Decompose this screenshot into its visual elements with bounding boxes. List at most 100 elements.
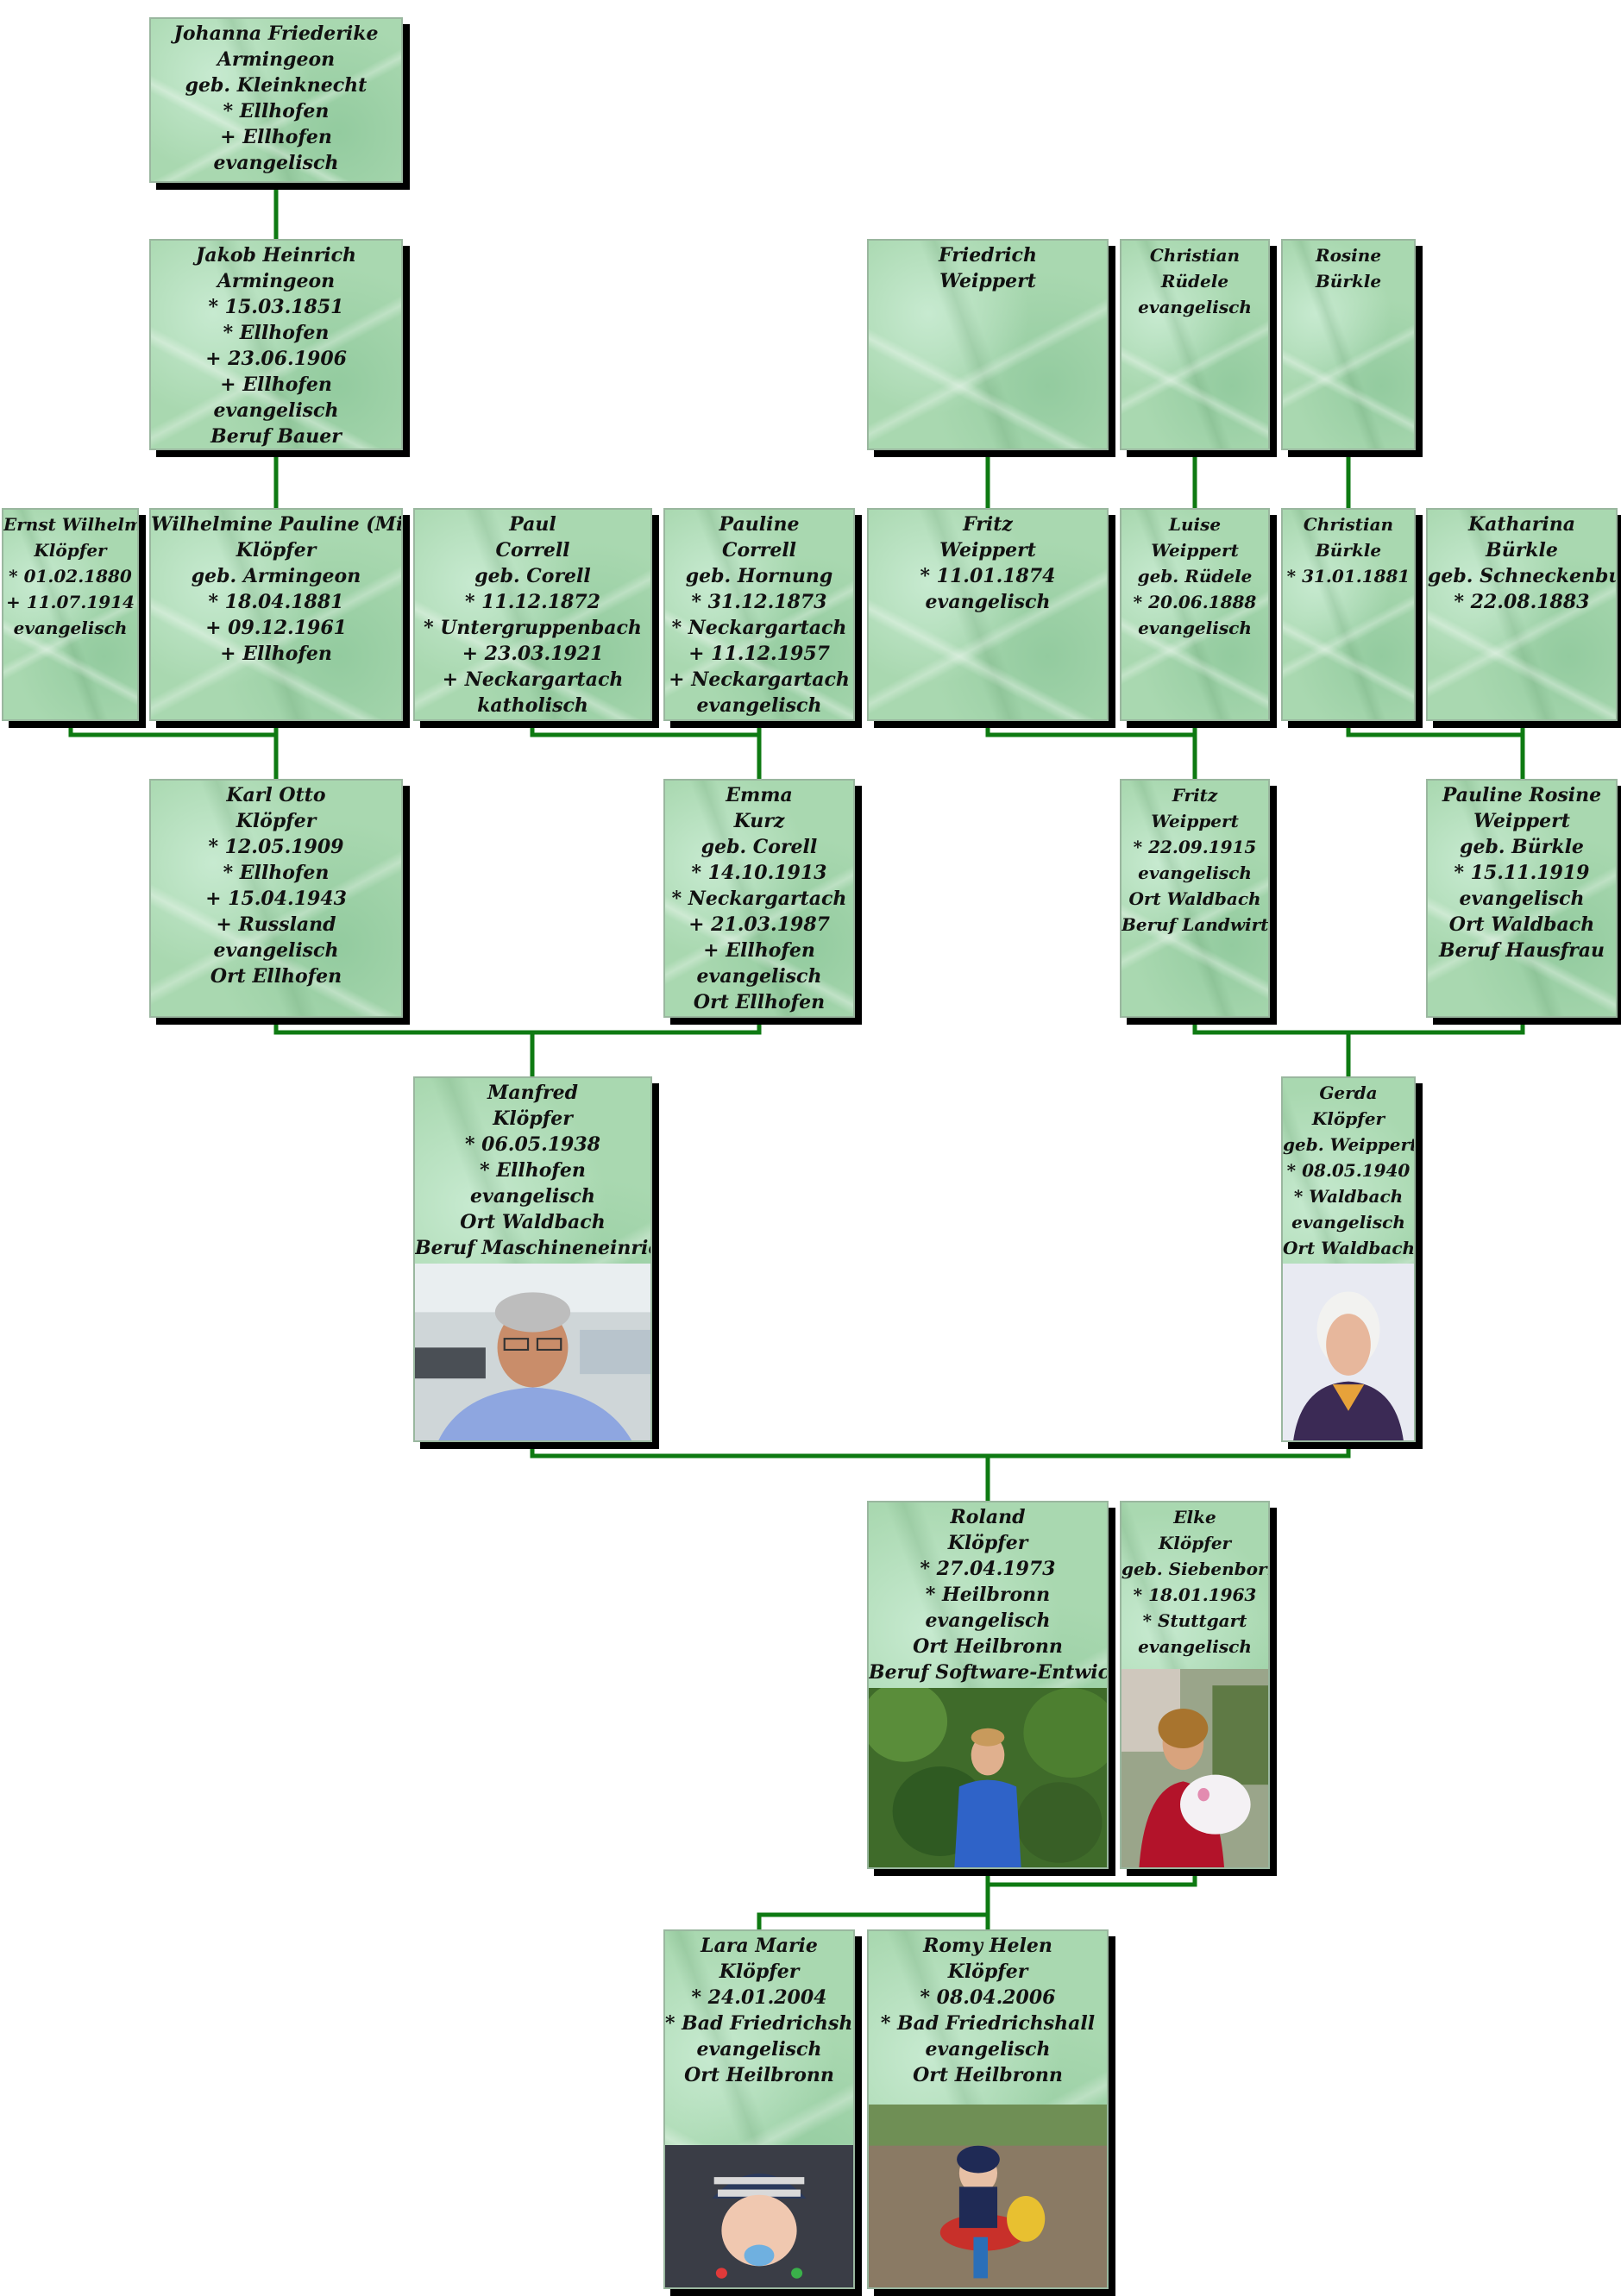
person-detail-line: Wilhelmine Pauline (Mine): [151, 513, 401, 536]
person-detail-line: katholisch: [477, 694, 588, 717]
person-detail-line: Armingeon: [217, 48, 336, 71]
person-detail-line: Ort Heilbronn: [913, 1635, 1063, 1658]
person-detail-line: Fritz: [1172, 785, 1218, 806]
person-detail-line: * Ellhofen: [223, 322, 330, 344]
person-detail-line: Klöpfer: [947, 1532, 1028, 1554]
person-detail-line: Armingeon: [217, 270, 336, 292]
person-detail-line: Beruf Maschineneinrichter: [415, 1237, 650, 1259]
person-detail-line: geb. Corell: [701, 836, 818, 858]
person-detail-line: Emma: [726, 784, 793, 806]
connector-line: [530, 718, 762, 737]
person-detail-line: * 20.06.1888: [1133, 592, 1257, 612]
person-detail-line: Rüdele: [1160, 271, 1229, 292]
person-detail-line: evangelisch: [696, 694, 822, 717]
person-detail-line: Ort Ellhofen: [693, 991, 826, 1013]
person-detail-line: Fritz: [963, 513, 1013, 536]
person-detail-line: Correll: [495, 539, 570, 561]
person-detail-line: + 15.04.1943: [205, 888, 347, 910]
person-detail-line: geb. Siebenborn: [1122, 1559, 1268, 1579]
person-photo: [1122, 1669, 1268, 1867]
person-detail-line: Jakob Heinrich: [195, 244, 357, 267]
person-detail-line: Ernst Wilhelm: [3, 514, 137, 535]
person-detail-line: evangelisch: [1459, 888, 1585, 910]
person-detail-line: Bürkle: [1315, 540, 1382, 561]
person-detail-line: evangelisch: [213, 939, 339, 962]
person-detail-line: evangelisch: [1138, 618, 1252, 638]
person-detail-line: + Ellhofen: [220, 643, 332, 665]
person-detail-line: Katharina: [1468, 513, 1575, 536]
person-detail-line: * 01.02.1880: [9, 566, 132, 587]
person-detail-line: Luise: [1168, 514, 1222, 535]
person-detail-line: geb. Kleinknecht: [185, 74, 368, 97]
person-detail-line: + 09.12.1961: [205, 617, 347, 639]
person-detail-line: evangelisch: [213, 152, 339, 174]
person-detail-line: + Neckargartach: [669, 668, 850, 691]
person-detail-line: Klöpfer: [236, 810, 317, 832]
person-detail-line: + Ellhofen: [703, 939, 815, 962]
person-detail-line: Karl Otto: [226, 784, 326, 806]
person-detail-line: Correll: [721, 539, 797, 561]
person-photo: [869, 1688, 1107, 1867]
person-detail-line: geb. Bürkle: [1460, 836, 1584, 858]
person-detail-line: * 08.04.2006: [920, 1986, 1056, 2009]
person-detail-line: evangelisch: [925, 1609, 1051, 1632]
person-detail-line: + Russland: [216, 913, 336, 936]
person-detail-line: * 12.05.1909: [208, 836, 344, 858]
connector-line: [985, 718, 1197, 737]
person-detail-line: geb. Rüdele: [1137, 566, 1253, 587]
person-detail-line: * Neckargartach: [671, 888, 847, 910]
person-detail-line: evangelisch: [696, 965, 822, 988]
person-detail-line: evangelisch: [1138, 863, 1252, 883]
person-detail-line: * Untergruppenbach: [424, 617, 642, 639]
person-detail-line: * Bad Friedrichshall: [665, 2012, 853, 2035]
person-detail-line: * 06.05.1938: [465, 1133, 600, 1156]
connector-line: [757, 1912, 990, 1932]
person-detail-line: Ort Waldbach: [1283, 1238, 1414, 1258]
person-detail-line: Beruf Hausfrau: [1438, 939, 1605, 962]
connector-line: [985, 1866, 1197, 1887]
person-detail-line: evangelisch: [1291, 1212, 1405, 1233]
person-photo: [415, 1264, 650, 1440]
person-detail-line: geb. Armingeon: [191, 565, 361, 587]
person-detail-line: + 11.12.1957: [688, 643, 830, 665]
person-detail-line: + 23.06.1906: [205, 348, 347, 370]
person-detail-line: * 22.08.1883: [1454, 591, 1590, 613]
person-detail-line: * 15.03.1851: [208, 296, 344, 318]
person-photo: [665, 2145, 853, 2287]
person-detail-line: * 18.04.1881: [208, 591, 344, 613]
person-detail-line: Pauline Rosine: [1442, 784, 1602, 806]
person-detail-line: * Ellhofen: [223, 100, 330, 122]
person-detail-line: Roland: [950, 1506, 1026, 1528]
person-detail-line: Beruf Software-Entwickler: [869, 1661, 1107, 1684]
person-detail-line: * 18.01.1963: [1133, 1584, 1257, 1605]
person-photo: [1283, 1264, 1414, 1440]
person-detail-line: * 24.01.2004: [691, 1986, 827, 2009]
person-detail-line: Klöpfer: [719, 1960, 800, 1983]
person-detail-line: * Neckargartach: [671, 617, 847, 639]
person-detail-line: * Ellhofen: [223, 862, 330, 884]
person-detail-line: Johanna Friederike: [173, 22, 379, 45]
